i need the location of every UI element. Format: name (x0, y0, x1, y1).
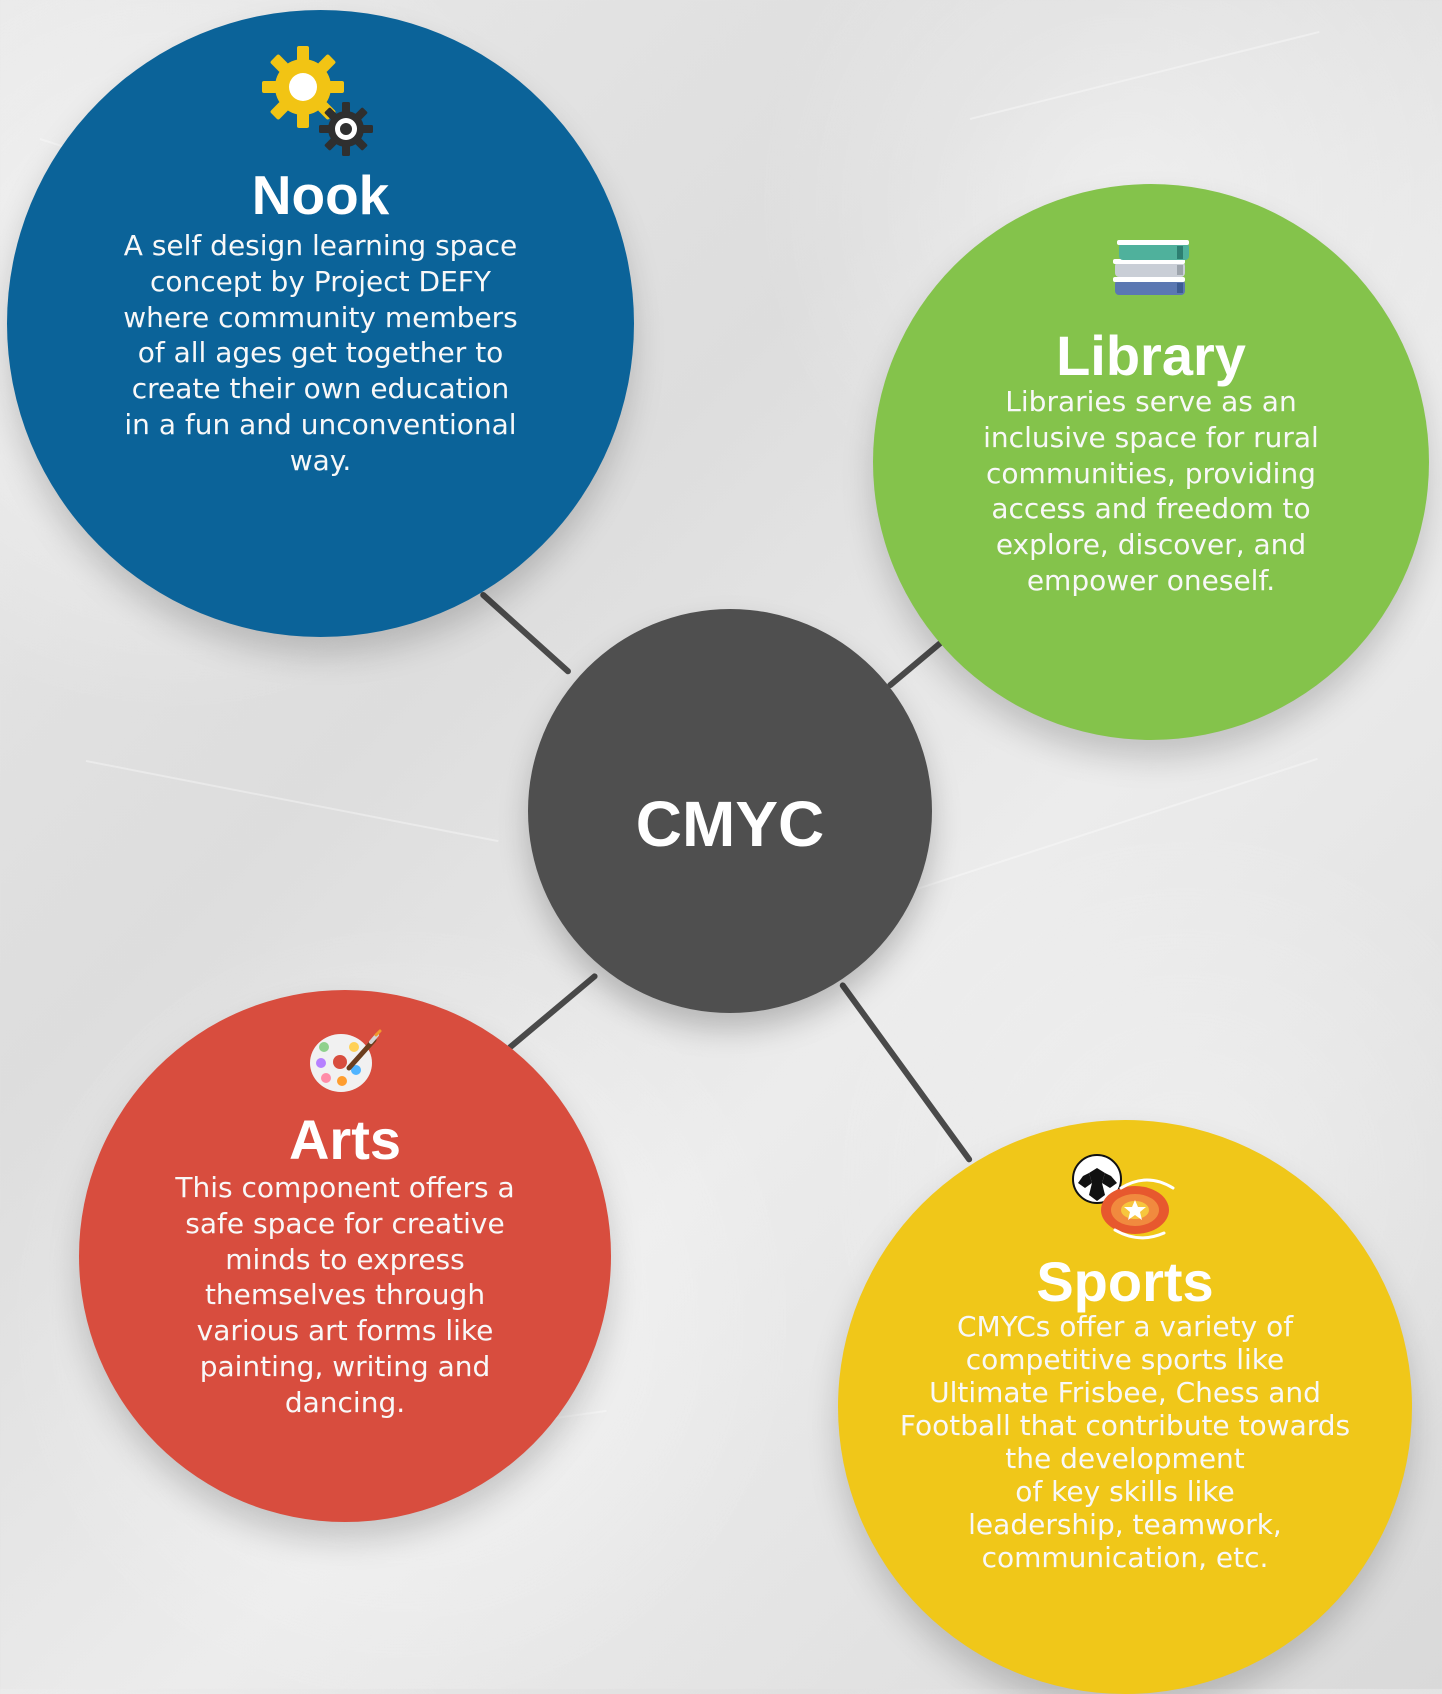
nook-node: Nook A self design learning space concep… (7, 10, 634, 637)
connector-sports (838, 981, 974, 1164)
nook-title: Nook (251, 164, 390, 226)
arts-description: This component offers a safe space for c… (175, 1171, 515, 1419)
paper-texture-line (85, 760, 499, 843)
sports-description: CMYCs offer a variety of competitive spo… (899, 1310, 1351, 1575)
sports-node: Sports CMYCs offer a variety of competit… (838, 1120, 1412, 1694)
arts-title: Arts (288, 1108, 402, 1171)
library-node: Library Libraries serve as an inclusive … (873, 184, 1429, 740)
nook-description: A self design learning space concept by … (123, 229, 518, 477)
center-node: CMYC (528, 609, 932, 1013)
gears-icon (261, 45, 380, 160)
paper-texture-line (969, 30, 1320, 120)
palette-icon (307, 1026, 383, 1100)
library-description: Libraries serve as an inclusive space fo… (983, 385, 1319, 598)
connector-arts (506, 972, 599, 1052)
connector-nook (478, 590, 573, 676)
books-icon (1107, 228, 1195, 310)
center-label: CMYC (635, 788, 825, 860)
library-title: Library (1056, 324, 1246, 387)
sports-icon (1069, 1152, 1181, 1244)
arts-node: Arts This component offers a safe space … (79, 990, 611, 1522)
sports-title: Sports (1036, 1250, 1214, 1313)
paper-texture-line (879, 757, 1318, 902)
